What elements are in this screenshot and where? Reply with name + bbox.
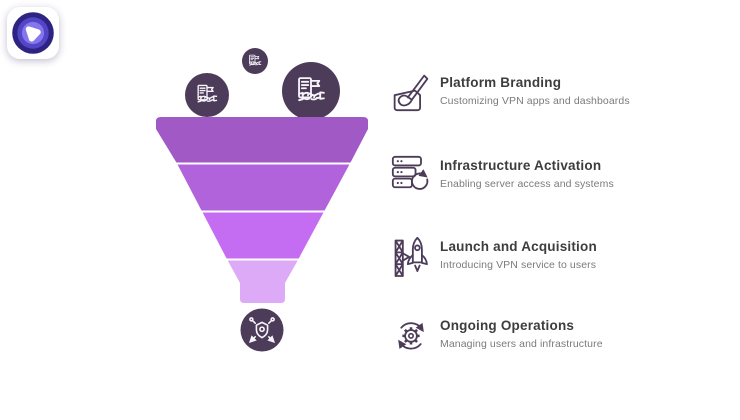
process-item-operations: Ongoing Operations Managing users and in… [390, 311, 640, 359]
process-item-infrastructure: Infrastructure Activation Enabling serve… [390, 151, 640, 199]
item-description: Introducing VPN service to users [440, 259, 597, 272]
paintbrush-icon [390, 68, 432, 116]
item-text: Infrastructure Activation Enabling serve… [440, 158, 614, 191]
item-text: Platform Branding Customizing VPN apps a… [440, 75, 630, 108]
vpn-brand-logo [12, 12, 54, 54]
item-text: Launch and Acquisition Introducing VPN s… [440, 239, 597, 272]
process-item-launch: Launch and Acquisition Introducing VPN s… [390, 232, 640, 280]
logo-card [7, 7, 59, 59]
logo-center-shape [25, 26, 41, 42]
gear-cycle-icon [390, 311, 432, 359]
item-title: Platform Branding [440, 75, 562, 91]
process-item-branding: Platform Branding Customizing VPN apps a… [390, 68, 640, 116]
item-title: Launch and Acquisition [440, 239, 597, 255]
item-title: Infrastructure Activation [440, 158, 602, 174]
funnel-stage-4 [227, 260, 298, 303]
rocket-launch-icon [390, 232, 432, 280]
funnel-stage-2 [177, 164, 350, 211]
item-description: Customizing VPN apps and dashboards [440, 95, 630, 108]
funnel-stage-3 [202, 212, 324, 259]
server-refresh-icon [390, 151, 432, 199]
item-text: Ongoing Operations Managing users and in… [440, 318, 603, 351]
item-description: Managing users and infrastructure [440, 338, 603, 351]
funnel-input-bubbles [185, 48, 340, 120]
funnel-stage-1 [156, 117, 368, 163]
funnel-output-bubble [240, 308, 284, 352]
item-title: Ongoing Operations [440, 318, 575, 334]
item-description: Enabling server access and systems [440, 178, 614, 191]
shield-network-icon [248, 317, 276, 344]
